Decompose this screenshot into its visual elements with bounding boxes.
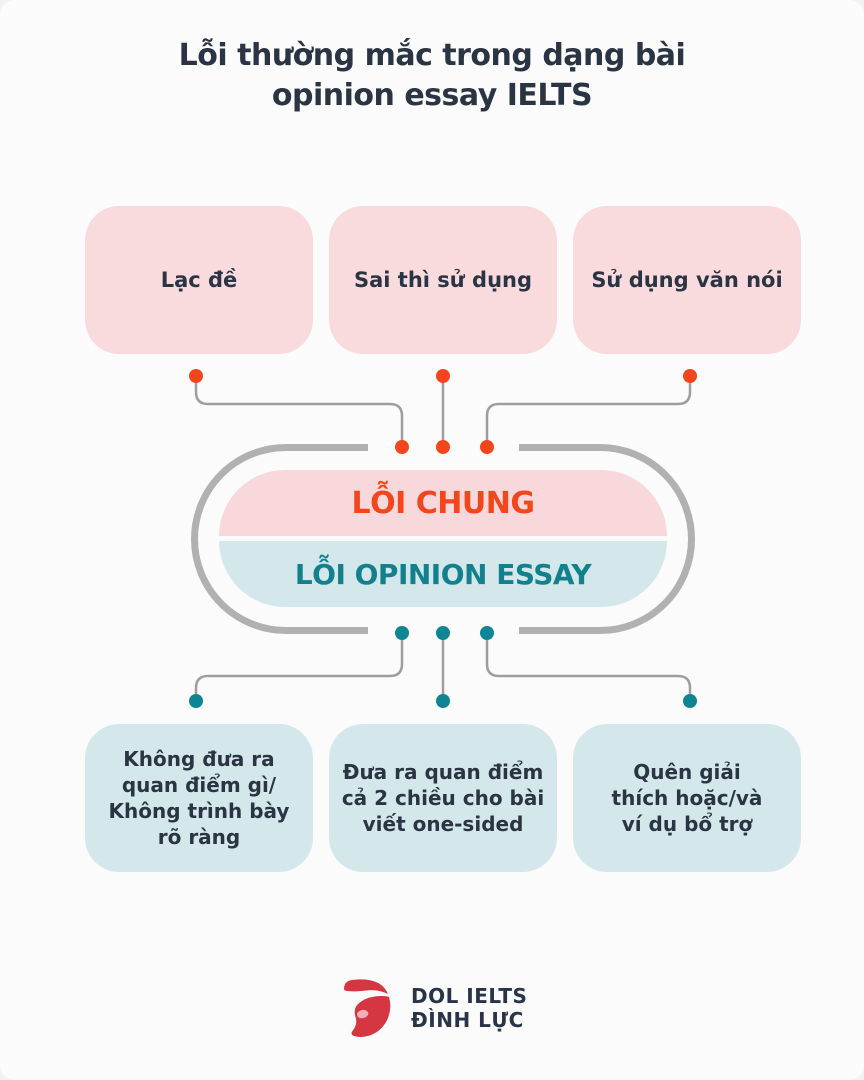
logo-line2: ĐÌNH LỰC	[411, 1008, 524, 1032]
connector-top-right	[485, 381, 692, 442]
teal-dots	[189, 626, 697, 708]
top-box-van-noi: Sử dụng văn nói	[573, 206, 801, 354]
dot-orange	[395, 440, 409, 454]
bottom-box-khong-dua-ra: Không đưa ra quan điểm gì/ Không trình b…	[85, 724, 313, 872]
dot-teal	[189, 694, 203, 708]
orange-dots	[189, 369, 697, 454]
connector-bottom-right	[485, 638, 692, 696]
dol-logo-icon	[344, 979, 391, 1038]
dot-teal	[683, 694, 697, 708]
capsule-bottom-label: LỖI OPINION ESSAY	[294, 557, 592, 591]
dot-orange	[189, 369, 203, 383]
bottom-box-label: Không đưa ra quan điểm gì/ Không trình b…	[108, 747, 290, 849]
top-box-lac-de: Lạc đề	[85, 206, 313, 354]
top-box-label: Sai thì sử dụng	[353, 268, 533, 292]
bottom-box-label: Quên giải thích hoặc/và ví dụ bổ trợ	[611, 760, 763, 836]
top-box-sai-thi: Sai thì sử dụng	[329, 206, 557, 354]
connector-top-left	[194, 381, 404, 442]
logo-highlight	[357, 1009, 369, 1019]
connector-bottom-left	[194, 638, 404, 696]
dot-teal	[436, 694, 450, 708]
logo-top-stroke	[344, 979, 388, 994]
capsule-loi-opinion-essay: LỖI OPINION ESSAY	[219, 541, 667, 607]
page-title: Lỗi thường mắc trong dạng bài opinion es…	[178, 38, 686, 113]
top-box-label: Lạc đề	[160, 268, 238, 292]
dot-teal	[436, 626, 450, 640]
dot-orange	[683, 369, 697, 383]
capsule-top-label: LỖI CHUNG	[351, 485, 535, 521]
logo-body	[351, 995, 391, 1038]
bottom-box-2-chieu: Đưa ra quan điểm cả 2 chiều cho bài viết…	[329, 724, 557, 872]
dot-orange	[436, 369, 450, 383]
bottom-box-quen-giai-thich: Quên giải thích hoặc/và ví dụ bổ trợ	[573, 724, 801, 872]
logo-line1: DOL IELTS	[411, 983, 528, 1008]
dot-teal	[480, 626, 494, 640]
dot-orange	[436, 440, 450, 454]
top-box-label: Sử dụng văn nói	[591, 268, 783, 292]
bottom-box-label: Đưa ra quan điểm cả 2 chiều cho bài viết…	[341, 760, 545, 836]
dot-orange	[480, 440, 494, 454]
capsule-loi-chung: LỖI CHUNG	[219, 470, 667, 536]
dot-teal	[395, 626, 409, 640]
